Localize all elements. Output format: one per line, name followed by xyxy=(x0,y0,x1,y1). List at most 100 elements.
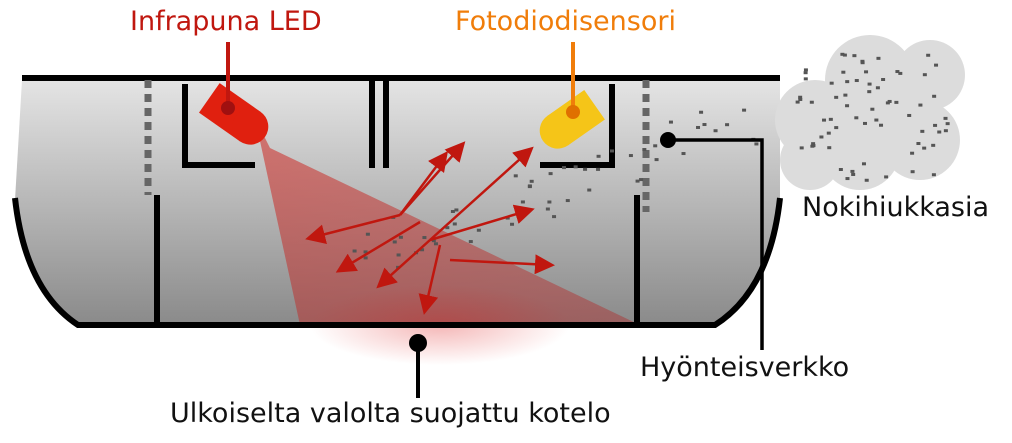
particle xyxy=(943,116,948,120)
particle xyxy=(862,121,867,125)
particle xyxy=(422,236,427,240)
particle xyxy=(850,169,855,173)
particle xyxy=(476,228,481,232)
particle xyxy=(934,63,939,67)
particle xyxy=(887,99,892,103)
particle xyxy=(529,179,534,183)
particle xyxy=(910,170,915,174)
particle xyxy=(396,253,401,257)
particle xyxy=(642,148,647,152)
particle xyxy=(609,149,614,153)
particle xyxy=(681,152,686,156)
scattered-light-arrows xyxy=(305,141,555,315)
particle xyxy=(702,123,707,127)
particle xyxy=(799,146,804,150)
particle xyxy=(713,129,718,133)
particle xyxy=(827,146,832,150)
particle xyxy=(937,130,942,134)
particle xyxy=(943,129,948,133)
housing-walls xyxy=(12,75,783,328)
particle xyxy=(907,113,912,117)
particle xyxy=(811,144,816,148)
particle xyxy=(552,215,557,219)
particle xyxy=(851,172,856,176)
label-insect-mesh: Hyönteisverkko xyxy=(640,352,850,383)
particle xyxy=(842,53,847,57)
particle xyxy=(699,110,704,114)
particle xyxy=(803,68,808,72)
particle xyxy=(932,94,937,98)
particle xyxy=(583,167,588,171)
particle xyxy=(843,93,848,97)
particle xyxy=(803,77,808,81)
particle xyxy=(864,70,869,74)
particle xyxy=(894,100,899,104)
particle xyxy=(895,70,900,74)
particle xyxy=(454,208,459,212)
particle xyxy=(809,100,814,104)
particle xyxy=(834,95,839,99)
particle xyxy=(834,126,839,130)
particle xyxy=(845,80,850,84)
particle xyxy=(548,172,553,176)
particle xyxy=(838,167,843,171)
particle xyxy=(918,103,923,107)
particle xyxy=(513,174,518,178)
particle xyxy=(926,53,931,57)
particle xyxy=(562,166,567,170)
particle xyxy=(879,123,884,127)
particle xyxy=(854,116,859,120)
particle xyxy=(635,179,640,183)
particle xyxy=(452,222,457,226)
particle xyxy=(798,95,803,99)
particle xyxy=(653,144,658,148)
label-housing: Ulkoiselta valolta suojattu kotelo xyxy=(170,398,611,429)
particle xyxy=(468,240,473,244)
particle xyxy=(628,154,633,158)
particle xyxy=(840,52,845,56)
particle xyxy=(510,222,515,226)
particle xyxy=(933,123,938,127)
particle xyxy=(445,226,450,230)
ir-light-beam xyxy=(255,118,640,325)
particle xyxy=(828,117,833,121)
particle xyxy=(854,79,859,83)
particle xyxy=(696,125,701,129)
insect-mesh xyxy=(144,80,650,212)
particle xyxy=(922,146,927,150)
particle xyxy=(829,81,834,85)
particle xyxy=(884,175,889,179)
particle xyxy=(819,135,824,139)
particle xyxy=(725,123,730,127)
particle xyxy=(876,56,881,60)
particle xyxy=(864,178,869,182)
particle xyxy=(505,216,510,220)
particle xyxy=(573,165,578,169)
particle xyxy=(931,143,936,147)
particle xyxy=(420,248,425,252)
particle xyxy=(845,104,850,108)
particle xyxy=(852,54,857,58)
particle xyxy=(527,184,532,188)
particle xyxy=(811,142,816,146)
particle xyxy=(587,188,592,192)
particle xyxy=(898,71,903,75)
particle xyxy=(547,200,552,204)
particle xyxy=(431,239,436,243)
particle xyxy=(363,256,368,260)
particle xyxy=(931,173,936,177)
particle xyxy=(861,162,866,166)
particle xyxy=(754,142,759,146)
particle xyxy=(668,120,673,124)
soot-particles xyxy=(347,52,950,280)
particle xyxy=(845,177,850,181)
particle xyxy=(945,122,950,126)
particle xyxy=(363,250,368,254)
particle xyxy=(910,151,915,155)
housing-body xyxy=(15,80,780,325)
label-infrared-led: Infrapuna LED xyxy=(130,6,322,37)
particle xyxy=(920,129,925,133)
particle xyxy=(822,118,827,122)
